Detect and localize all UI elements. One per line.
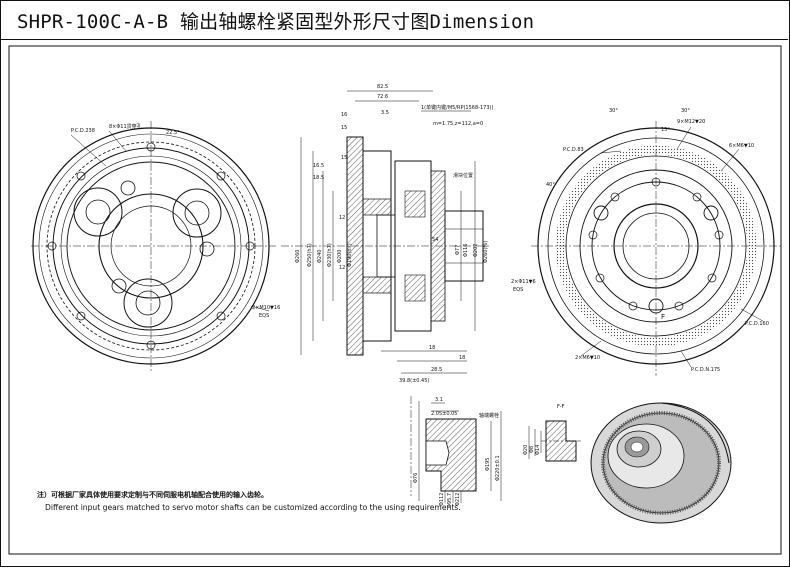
- hole-label-left: 8×Φ11贯穿孔: [109, 123, 142, 130]
- detail-dim-phi-95-7: Φ95.7: [447, 493, 453, 508]
- detail-view: [410, 396, 502, 503]
- detail-dim-phi-112: Φ112: [439, 493, 445, 506]
- pcd-label-left: P.C.D.238: [71, 128, 95, 134]
- front-view-left: [31, 121, 276, 371]
- dim-phi-260-f6: Φ260(f6): [483, 241, 489, 263]
- dim-phi-116: Φ116: [463, 244, 469, 257]
- section-ff: [528, 420, 581, 462]
- dim-phi-240: Φ240: [317, 250, 323, 263]
- eqs-label-right: EQS: [513, 287, 523, 293]
- dim-15: 15: [341, 125, 347, 131]
- hole-label-right: 2×Φ11▼6: [511, 279, 536, 285]
- thread-label-top: 9×M12▼20: [677, 119, 705, 125]
- dim-39-8: 39.8(±0.45): [399, 378, 429, 384]
- thread-label-left: 2×M10▼16: [252, 305, 280, 311]
- detail-dim-phi-212: Φ212: [455, 493, 461, 506]
- gear-module: m=1.75,z=112,a=0: [433, 121, 483, 127]
- dim-12-b: 12: [339, 265, 345, 271]
- detail-label: 轴端螺栓: [479, 412, 499, 419]
- dim-phi-190: Φ190(h7): [347, 243, 353, 267]
- drawing-title: SHPR-100C-A-B 输出轴螺栓紧固型外形尺寸图Dimension: [17, 10, 535, 33]
- pcd-label-bottom: P.C.D.N.175: [691, 367, 720, 373]
- dim-72-6: 72.6: [377, 94, 388, 100]
- detail-dim-phi-195: Φ195: [485, 458, 491, 471]
- angle-15: 15°: [661, 127, 670, 133]
- eqs-label-left: EQS: [259, 313, 269, 319]
- dim-phi-202: Φ202: [473, 244, 479, 257]
- pcd-label-right: P.C.D.160: [745, 321, 769, 327]
- dim-15-b: 15: [341, 155, 347, 161]
- angle-30-a: 30°: [609, 108, 618, 114]
- notes: 注）可根据厂家具体使用要求定制与不同伺服电机轴配合使用的输入齿轮。 Differ…: [37, 489, 461, 515]
- angle-40: 40°: [546, 182, 555, 188]
- pcd-label-right-top: P.C.D.83: [563, 147, 584, 153]
- isometric-render: [590, 402, 732, 524]
- dim-28-5: 28.5: [431, 367, 442, 373]
- dim-16: 16: [341, 112, 347, 118]
- angle-30-b: 30°: [681, 108, 690, 114]
- dim-phi-230: Φ230(h7): [327, 243, 333, 267]
- dim-phi-200: Φ200: [337, 250, 343, 263]
- front-view-right: [531, 121, 781, 376]
- dim-12-a: 12: [339, 215, 345, 221]
- dim-82-5: 82.5: [377, 84, 388, 90]
- section-view: [281, 90, 491, 374]
- dim-18: 18: [459, 355, 465, 361]
- dim-phi-260: Φ260: [295, 250, 301, 263]
- dim-18-bottom: 18: [429, 345, 435, 351]
- angle-label-left: 22.5°: [166, 130, 180, 136]
- thread-label-right: 6×M6▼10: [729, 143, 754, 149]
- inner-frame: [8, 45, 782, 555]
- label-f: F: [661, 313, 665, 321]
- dim-phi-77: Φ77: [455, 245, 461, 255]
- thread-label-bottom: 2×M6▼10: [575, 355, 600, 361]
- section-ff-label: F-F: [557, 404, 565, 410]
- dim-54: 54: [432, 237, 438, 243]
- dim-phi-250: Φ250(h7): [307, 243, 313, 267]
- note-chinese: 注）可根据厂家具体使用要求定制与不同伺服电机轴配合使用的输入齿轮。: [37, 491, 268, 499]
- ff-dim-phi-8: Φ8: [529, 446, 535, 453]
- detail-dim-2-05: 2.05±0.05: [431, 411, 457, 417]
- detail-dim-phi-76: Φ76: [413, 473, 419, 483]
- slider-label: 滑块位置: [453, 172, 473, 179]
- dim-18-5: 18.5: [313, 175, 324, 181]
- dim-16-5: 16.5: [313, 163, 324, 169]
- detail-dim-3-1: 3.1: [435, 397, 443, 403]
- detail-dim-phi-220: Φ220±0.1: [495, 455, 501, 481]
- note-english: Different input gears matched to servo m…: [45, 503, 461, 512]
- ff-dim-phi-20: Φ20: [523, 445, 529, 455]
- ff-dim-phi-14: Φ14: [535, 445, 541, 455]
- shaft-annotation: 1(单键内键/M5/RP(1568-173)): [421, 104, 493, 111]
- dim-3-5: 3.5: [381, 110, 389, 116]
- title-bar: SHPR-100C-A-B 输出轴螺栓紧固型外形尺寸图Dimension: [1, 1, 788, 40]
